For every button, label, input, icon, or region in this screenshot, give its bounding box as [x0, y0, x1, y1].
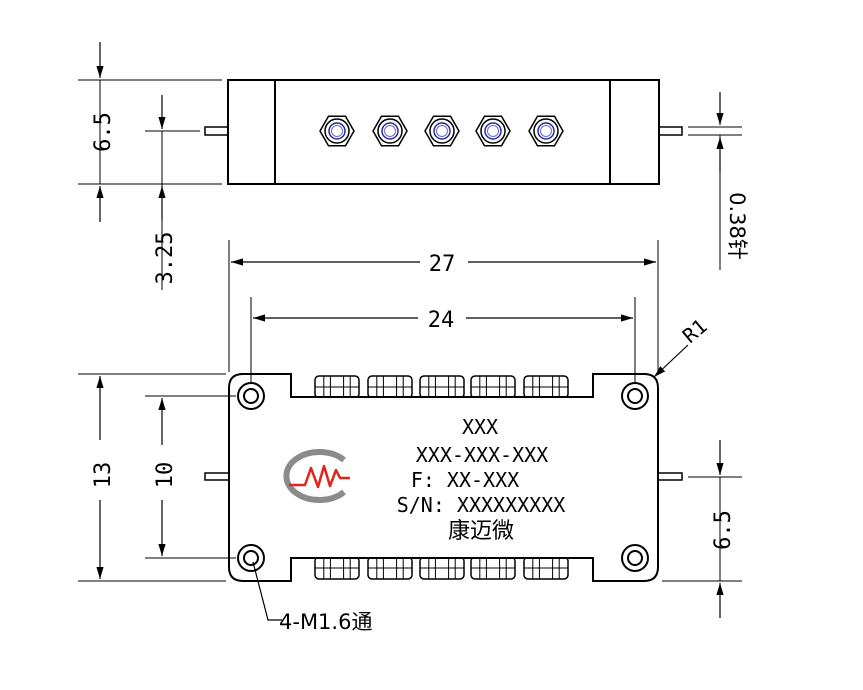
front-connector-bottom-5	[523, 556, 569, 580]
top-connector-1	[319, 115, 355, 147]
dim-top-height: 6.5	[91, 112, 116, 152]
front-connectors-bottom	[314, 556, 569, 580]
top-dimensions: 6.5 3.25 0.38针	[78, 42, 749, 290]
top-connector-4	[475, 115, 511, 147]
dim-top-half: 3.25	[153, 232, 178, 285]
front-connector-bottom-3	[419, 556, 465, 580]
label-line2: XXX-XXX-XXX	[416, 443, 548, 467]
dim-hole-spacing: 24	[428, 308, 455, 333]
front-connector-top-4	[470, 375, 516, 399]
logo-mark	[289, 464, 350, 489]
front-connector-top-3	[419, 375, 465, 399]
label-line5: 康迈微	[448, 519, 514, 544]
front-view: XXX XXX-XXX-XXX F: XX-XXX S/N: XXXXXXXXX…	[204, 373, 683, 582]
front-connector-top-1	[314, 375, 360, 399]
dim-pin-offset: 6.5	[711, 510, 736, 550]
dim-overall-length: 27	[429, 252, 456, 277]
front-connector-bottom-2	[367, 556, 413, 580]
dim-mount-holes: 4-M1.6通	[279, 610, 372, 634]
front-connector-bottom-1	[314, 556, 360, 580]
front-left-pin	[204, 472, 230, 481]
front-connector-top-5	[523, 375, 569, 399]
logo-ring	[283, 449, 346, 503]
label-line4: S/N: XXXXXXXXX	[397, 493, 566, 517]
top-view	[204, 79, 683, 185]
front-connector-top-2	[367, 375, 413, 399]
mount-hole-br	[621, 544, 649, 572]
dim-corner-radius: R1	[678, 314, 712, 348]
dim-hole-spacing-vertical: 10	[153, 462, 178, 489]
top-connectors	[319, 115, 564, 147]
front-right-pin	[657, 472, 683, 481]
company-logo	[283, 449, 350, 503]
front-connector-bottom-4	[470, 556, 516, 580]
mount-hole-bl	[237, 544, 265, 572]
front-body-outline	[228, 373, 659, 582]
top-connector-2	[372, 115, 408, 147]
dim-pin-diameter: 0.38针	[725, 192, 749, 260]
label-line3: F: XX-XXX	[411, 468, 519, 492]
top-right-pin	[658, 126, 683, 136]
front-dimensions: 27 24 R1 13 10 6.5 4-M1.6通	[78, 240, 742, 634]
dim-overall-width: 13	[91, 462, 116, 489]
top-connector-5	[528, 115, 564, 147]
top-left-pin	[204, 126, 229, 136]
top-connector-3	[424, 115, 460, 147]
front-connectors-top	[314, 375, 569, 399]
label-line1: XXX	[462, 415, 498, 439]
top-body-outline	[227, 79, 660, 185]
